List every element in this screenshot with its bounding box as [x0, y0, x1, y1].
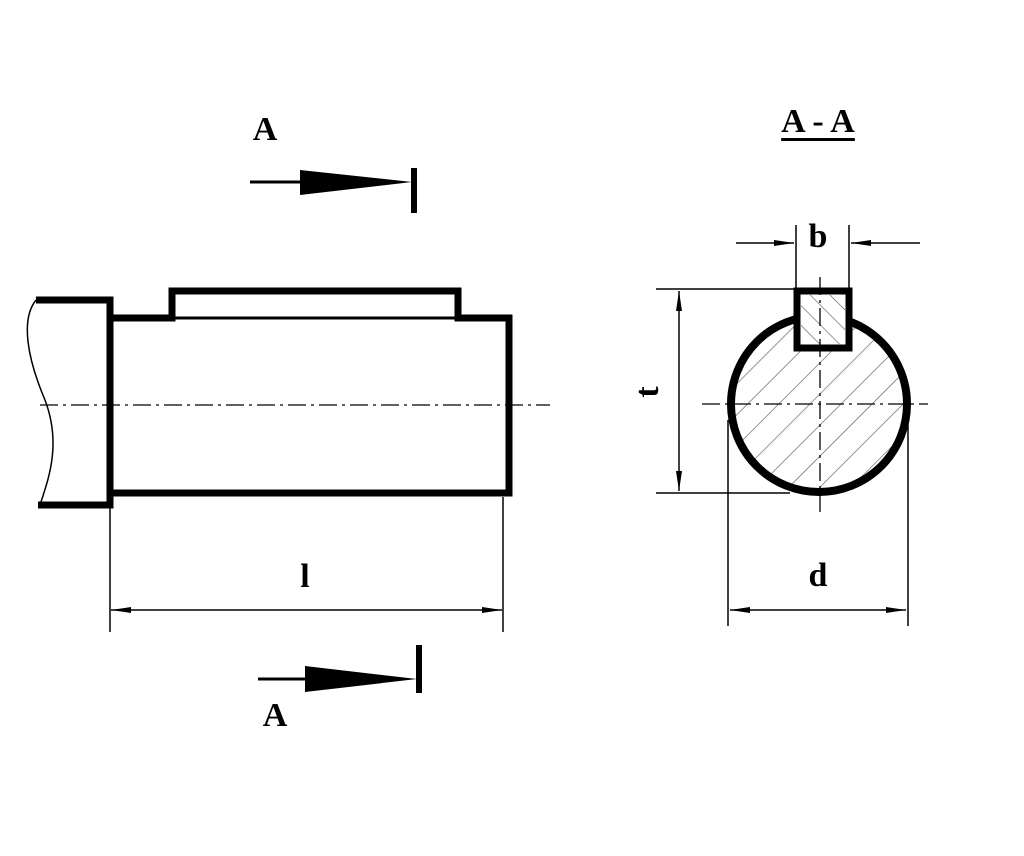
section-mark-top-label: A [252, 111, 278, 148]
diameter-label: d [808, 557, 828, 594]
section-mark-bottom-label: A [262, 697, 288, 734]
section-arrow-bottom [258, 645, 422, 693]
shaft-shoulder [36, 296, 114, 509]
length-label: l [300, 558, 310, 595]
depth-label: t [629, 386, 666, 398]
shaft-side-view [26, 287, 550, 632]
shaft-body [110, 287, 513, 497]
cross-section [656, 225, 928, 626]
break-line [26, 299, 54, 506]
section-arrow-top [250, 168, 417, 213]
key-width-label: b [808, 218, 828, 255]
section-title: A - A [781, 103, 855, 140]
